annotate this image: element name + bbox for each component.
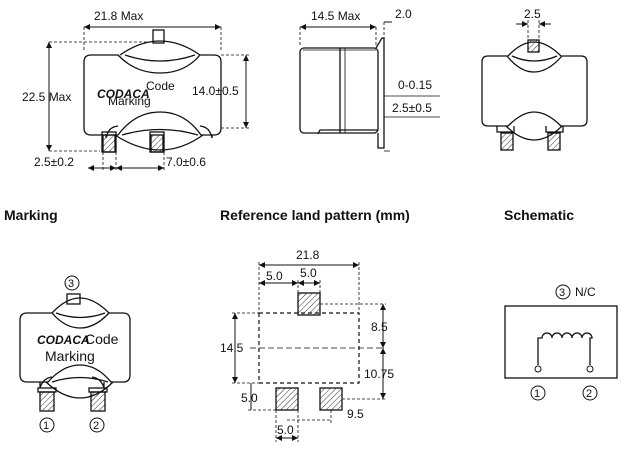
marking-pad-right <box>90 391 106 412</box>
schematic-view <box>504 284 618 401</box>
rear-pad-left <box>500 132 514 151</box>
land-pad-bottom-right <box>319 387 343 411</box>
marking-view <box>19 275 131 433</box>
rear-body <box>481 55 588 127</box>
front-core-bottom-inner <box>121 128 199 136</box>
land-upper-label: 8.5 <box>371 320 388 334</box>
front-marking-text: Marking <box>108 94 151 108</box>
land-pad-offset-label: 5.0 <box>266 269 283 283</box>
side-lead-label: 2.0 <box>395 7 412 21</box>
land-pattern-section-title: Reference land pattern (mm) <box>220 207 410 223</box>
schematic-pin2-circle <box>582 385 598 401</box>
rear-view <box>481 20 588 151</box>
marking-lead-foot-right <box>88 387 108 393</box>
land-pad-bottom-left <box>275 387 299 411</box>
schematic-box <box>504 305 618 379</box>
rear-top-pin <box>527 39 540 53</box>
marking-section-title: Marking <box>4 207 58 223</box>
front-body-height-label: 14.0±0.5 <box>192 84 239 98</box>
side-width-label: 14.5 Max <box>311 9 360 23</box>
land-gap-label: 9.5 <box>347 407 364 421</box>
front-view <box>46 24 250 172</box>
schematic-pin2-label: 2 <box>586 388 592 400</box>
land-width-label: 21.8 <box>296 248 320 262</box>
land-height-label: 14.5 <box>220 341 244 355</box>
schematic-terminal-left <box>534 365 542 373</box>
land-bottom-width-label: 5.0 <box>277 423 294 437</box>
schematic-section-title: Schematic <box>504 207 575 223</box>
marking-core-bottom-inner <box>51 376 109 383</box>
land-pad-top <box>297 292 321 316</box>
front-pitch-label: 7.0±0.6 <box>166 155 206 169</box>
rear-pad-right <box>547 132 561 151</box>
side-standoff-label: 0-0.15 <box>398 78 432 92</box>
rear-lead-right <box>545 126 564 133</box>
front-height-label: 22.5 Max <box>22 90 71 104</box>
marking-top-pin <box>66 293 81 305</box>
marking-code-text: Code <box>85 331 119 347</box>
side-body <box>299 47 379 134</box>
marking-logo: CODACA <box>37 333 90 347</box>
front-width-label: 21.8 Max <box>94 9 143 23</box>
marking-lead-foot-left <box>37 387 57 393</box>
front-top-pin <box>152 29 165 44</box>
land-pattern-view <box>232 262 386 442</box>
front-core-top-arc <box>119 40 201 56</box>
rear-lead-left <box>496 126 515 133</box>
front-core-top-inner <box>124 54 196 62</box>
front-lead-right <box>199 125 213 139</box>
schematic-pin1-circle <box>530 385 546 401</box>
marking-pad-left <box>39 391 55 412</box>
rear-core-top-inner <box>511 55 558 62</box>
land-pad-size-label: 5.0 <box>300 266 317 280</box>
marking-pin3-circle <box>64 275 80 291</box>
side-terminal-label: 2.5±0.5 <box>392 101 432 115</box>
marking-marking-text: Marking <box>45 348 95 364</box>
side-bottom-lead <box>317 129 378 135</box>
schematic-nc-label: N/C <box>575 285 596 299</box>
marking-pin3-label: 3 <box>68 278 74 290</box>
marking-pin2-circle <box>89 417 105 433</box>
front-pad-right <box>150 134 164 153</box>
marking-core-top-inner <box>55 312 106 319</box>
marking-pin1-circle <box>39 417 55 433</box>
schematic-terminal-right <box>586 365 594 373</box>
front-code-text: Code <box>146 79 175 93</box>
rear-pin-width-label: 2.5 <box>524 7 541 21</box>
front-pad-left <box>102 134 116 153</box>
schematic-pin3-circle <box>555 284 571 300</box>
schematic-coil <box>537 332 593 365</box>
side-view <box>299 21 440 152</box>
front-pad-width-label: 2.5±0.2 <box>34 155 74 169</box>
marking-pin2-label: 2 <box>93 420 99 432</box>
schematic-pin3-label: 3 <box>559 287 565 299</box>
land-bottom-pad-label: 5.0 <box>241 391 258 405</box>
schematic-pin1-label: 1 <box>534 388 540 400</box>
front-logo: CODACA <box>97 87 150 101</box>
marking-pin1-label: 1 <box>43 420 49 432</box>
land-lower-label: 10.75 <box>364 367 394 381</box>
marking-body <box>19 312 131 383</box>
side-terminal <box>375 37 385 149</box>
